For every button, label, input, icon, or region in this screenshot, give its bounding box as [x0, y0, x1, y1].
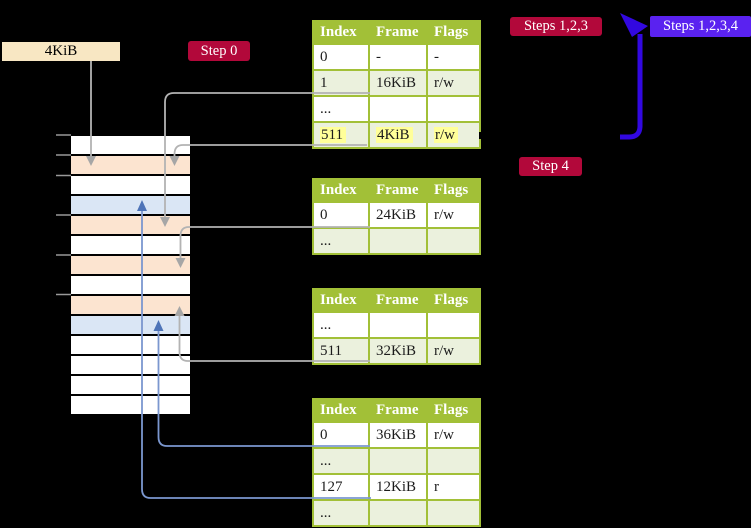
- memory-stack: [71, 134, 190, 414]
- steps-arrow-shaft: [620, 34, 643, 140]
- page-size-label: 4KiB: [2, 42, 120, 61]
- cell-value: 36KiB: [376, 426, 417, 443]
- table-header-row: Index Frame Flags: [312, 398, 481, 423]
- badge-steps-1-2-3: Steps 1,2,3: [510, 17, 602, 36]
- col-header-flags: Flags: [426, 288, 481, 313]
- col-header-frame: Frame: [368, 288, 428, 313]
- frame-row-1: [71, 136, 190, 154]
- cell-value: r: [434, 478, 439, 495]
- table-row: ...: [312, 311, 481, 339]
- cell-value: 1: [320, 74, 328, 91]
- frame-row-10: [71, 316, 190, 334]
- frame-row-11: [71, 336, 190, 354]
- cell-value: r/w: [434, 426, 454, 443]
- cell-value: ...: [320, 316, 332, 333]
- cell-value: 32KiB: [376, 342, 417, 359]
- frame-row-12: [71, 356, 190, 374]
- address-ticks: [56, 134, 71, 296]
- col-header-index: Index: [312, 178, 370, 203]
- table-row: 1 16KiB r/w: [312, 69, 481, 97]
- cell-value: 0: [320, 426, 328, 443]
- table-row: ...: [312, 95, 481, 123]
- col-header-flags: Flags: [426, 178, 481, 203]
- steps-arrow-head: [620, 13, 648, 37]
- badge-step-4: Step 4: [519, 157, 582, 176]
- frame-row-4: [71, 196, 190, 214]
- col-header-frame: Frame: [368, 20, 428, 45]
- cell-value: 0: [320, 48, 328, 65]
- table-row: ...: [312, 447, 481, 475]
- page-table-1: Index Frame Flags 0 - - 1 16KiB r/w ... …: [312, 20, 481, 149]
- badge-step-0: Step 0: [188, 41, 250, 61]
- cell-value: r/w: [434, 206, 454, 223]
- cell-value-highlighted: r/w: [434, 126, 458, 143]
- cell-value: ...: [320, 452, 332, 469]
- cell-value: -: [434, 48, 439, 65]
- frame-row-9: [71, 296, 190, 314]
- frame-row-13: [71, 376, 190, 394]
- table-row: ...: [312, 227, 481, 255]
- cell-value: 12KiB: [376, 478, 417, 495]
- cell-value-highlighted: 4KiB: [376, 126, 413, 143]
- cell-value: 511: [320, 342, 342, 359]
- cell-value: ...: [320, 504, 332, 521]
- table-header-row: Index Frame Flags: [312, 288, 481, 313]
- table-row: 0 24KiB r/w: [312, 201, 481, 229]
- table-header-row: Index Frame Flags: [312, 20, 481, 45]
- col-header-index: Index: [312, 288, 370, 313]
- table-row: 511 32KiB r/w: [312, 337, 481, 365]
- col-header-frame: Frame: [368, 398, 428, 423]
- cell-value: 0: [320, 206, 328, 223]
- frame-row-3: [71, 176, 190, 194]
- frame-row-2: [71, 156, 190, 174]
- col-header-frame: Frame: [368, 178, 428, 203]
- table-row: ...: [312, 499, 481, 527]
- frame-row-6: [71, 236, 190, 254]
- cell-value: r/w: [434, 342, 454, 359]
- table-row: 127 12KiB r: [312, 473, 481, 501]
- table-row: 0 36KiB r/w: [312, 421, 481, 449]
- cell-value-highlighted: 511: [320, 126, 346, 143]
- badge-steps-1-2-3-4: Steps 1,2,3,4: [650, 16, 751, 37]
- table-row: 0 - -: [312, 43, 481, 71]
- cell-value: 24KiB: [376, 206, 417, 223]
- table-row-highlighted: 511 4KiB r/w: [312, 121, 481, 149]
- col-header-flags: Flags: [426, 20, 481, 45]
- cell-value: 127: [320, 478, 343, 495]
- frame-row-5: [71, 216, 190, 234]
- page-table-4: Index Frame Flags 0 36KiB r/w ... 127 12…: [312, 398, 481, 527]
- cell-value: -: [376, 48, 381, 65]
- page-table-2: Index Frame Flags 0 24KiB r/w ...: [312, 178, 481, 255]
- page-table-3: Index Frame Flags ... 511 32KiB r/w: [312, 288, 481, 365]
- cell-value: ...: [320, 100, 332, 117]
- cell-value: 16KiB: [376, 74, 417, 91]
- col-header-flags: Flags: [426, 398, 481, 423]
- table-header-row: Index Frame Flags: [312, 178, 481, 203]
- cell-value: ...: [320, 232, 332, 249]
- col-header-index: Index: [312, 398, 370, 423]
- frame-row-14: [71, 396, 190, 414]
- frame-row-8: [71, 276, 190, 294]
- col-header-index: Index: [312, 20, 370, 45]
- cell-value: r/w: [434, 74, 454, 91]
- frame-row-7: [71, 256, 190, 274]
